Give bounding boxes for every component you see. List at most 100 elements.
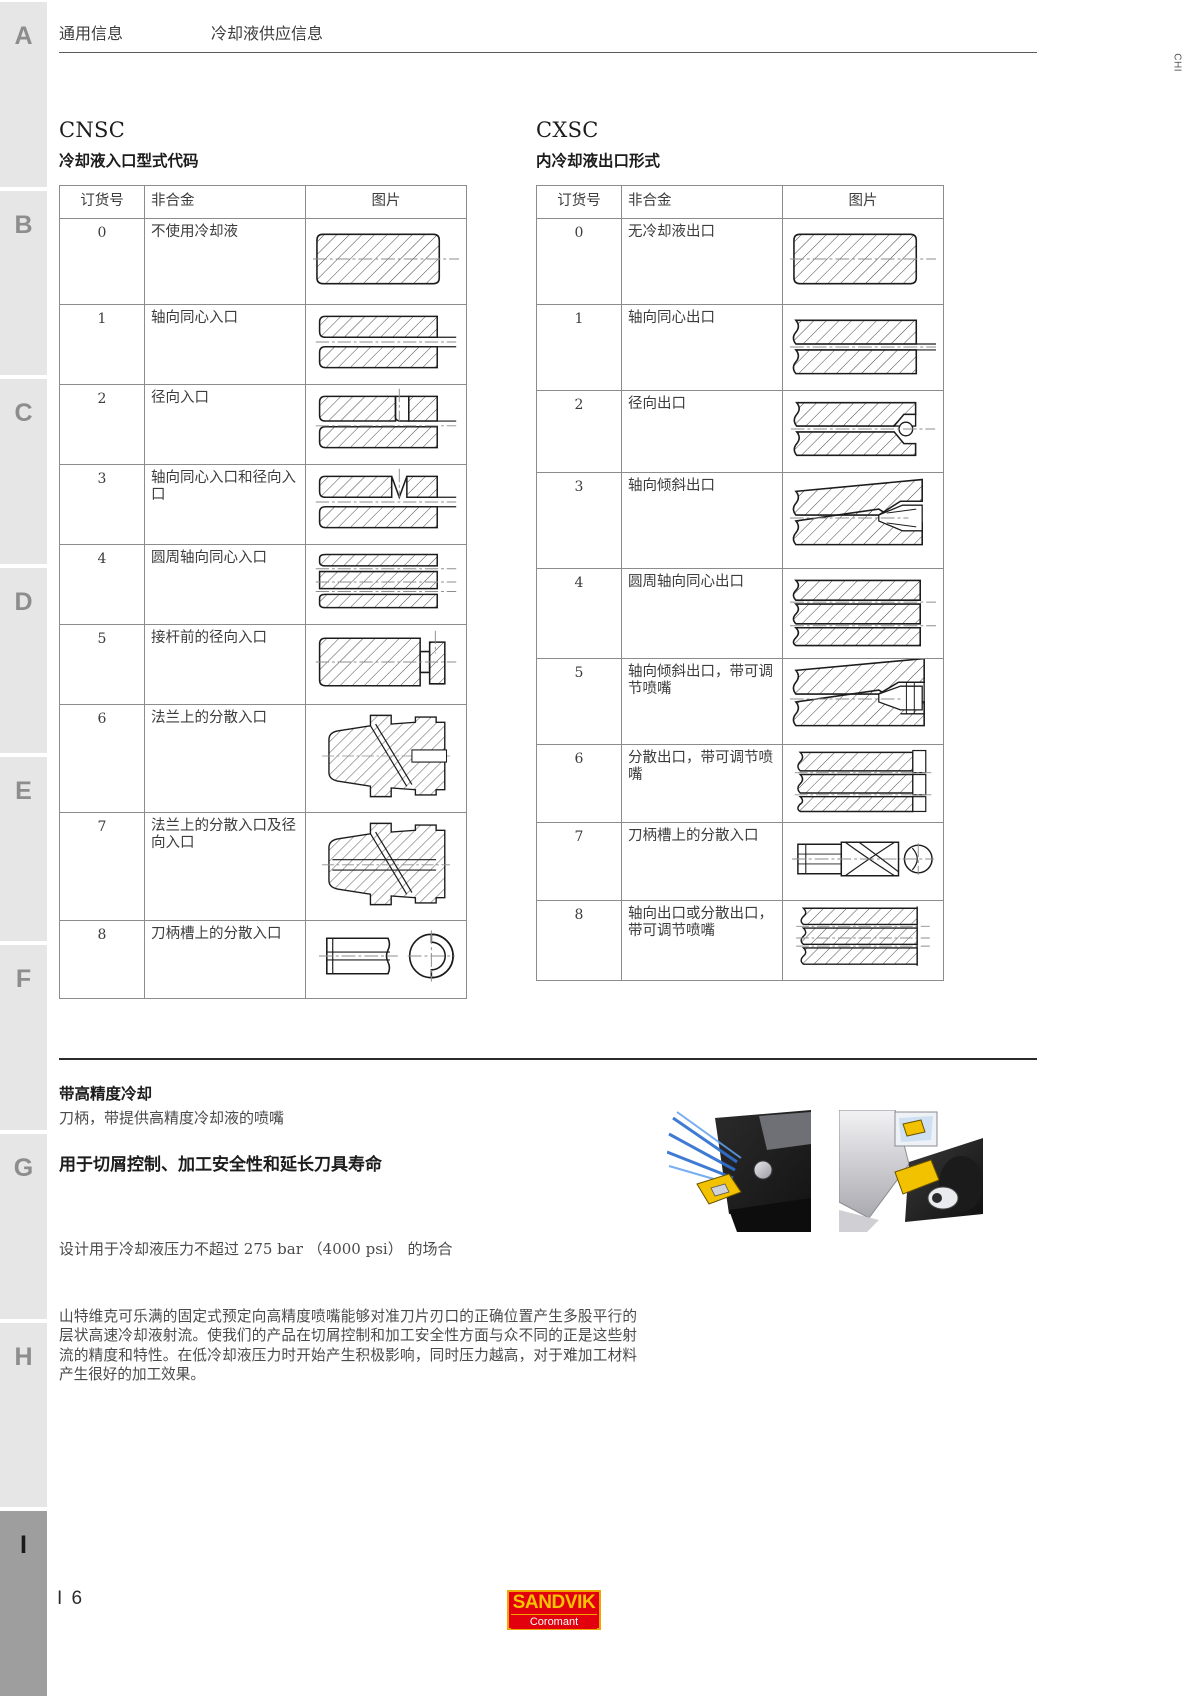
cell-drawing-axial-central-bore	[305, 304, 467, 385]
cell-description: 轴向同心入口和径向入口	[144, 464, 306, 545]
cell-description: 轴向同心入口	[144, 304, 306, 385]
cell-description: 轴向出口或分散出口，带可调节喷嘴	[621, 900, 783, 981]
cell-drawing-shank-groove-drill	[782, 822, 944, 901]
cell-drawing-solid-shank	[782, 218, 944, 305]
cell-order-number: 1	[536, 304, 622, 391]
col-header-desc: 非合金	[144, 185, 306, 219]
cell-order-number: 5	[59, 624, 145, 705]
header-topic-label: 冷却液供应信息	[211, 24, 324, 43]
index-tab-label: I	[20, 1531, 27, 1560]
index-tab-f[interactable]: F	[0, 945, 47, 1130]
cell-description: 圆周轴向同心入口	[144, 544, 306, 625]
cell-description: 分散出口，带可调节喷嘴	[621, 744, 783, 823]
cell-drawing-flange-distributed-and-radial-inlet	[305, 812, 467, 921]
table-header-row: 订货号 非合金 图片	[536, 185, 944, 219]
sandvik-coromant-logo: SANDVIK Coromant	[507, 1590, 601, 1630]
index-tab-label: D	[14, 588, 33, 616]
cell-description: 法兰上的分散入口及径向入口	[144, 812, 306, 921]
cell-drawing-radial-outlet	[782, 390, 944, 473]
product-photos	[667, 1110, 997, 1240]
index-tab-e[interactable]: E	[0, 756, 47, 942]
header-rule	[59, 52, 1037, 53]
index-tab-d[interactable]: D	[0, 568, 47, 753]
cell-order-number: 2	[59, 384, 145, 465]
cell-drawing-axial-inclined-outlet	[782, 472, 944, 569]
cell-description: 轴向倾斜出口，带可调节喷嘴	[621, 658, 783, 745]
cell-order-number: 6	[536, 744, 622, 823]
col-header-pic: 图片	[305, 185, 467, 219]
cell-drawing-axial-and-radial-inlet	[305, 464, 467, 545]
cell-description: 径向出口	[621, 390, 783, 473]
header-section-label: 通用信息	[59, 24, 124, 43]
cell-order-number: 8	[59, 920, 145, 999]
col-header-desc: 非合金	[621, 185, 783, 219]
cxsc-subtitle: 内冷却液出口形式	[536, 153, 661, 170]
index-tab-label: A	[14, 22, 33, 50]
cnsc-code-title: CNSC	[59, 118, 126, 142]
index-tab-a[interactable]: A	[0, 2, 47, 187]
cell-description: 接杆前的径向入口	[144, 624, 306, 705]
cell-description: 圆周轴向同心出口	[621, 568, 783, 659]
cell-drawing-axial-central-outlet	[782, 304, 944, 391]
cell-drawing-shank-groove-inlet	[305, 920, 467, 999]
cell-description: 不使用冷却液	[144, 218, 306, 305]
logo-sub-text: Coromant	[511, 1614, 597, 1629]
photo-turning-tool-coolant	[839, 1110, 983, 1232]
cell-description: 轴向倾斜出口	[621, 472, 783, 569]
cell-order-number: 6	[59, 704, 145, 813]
cell-description: 法兰上的分散入口	[144, 704, 306, 813]
logo-brand-text: SANDVIK	[512, 1592, 596, 1613]
index-tab-h[interactable]: H	[0, 1322, 47, 1508]
table-header-row: 订货号 非合金 图片	[59, 185, 467, 219]
cnsc-subtitle: 冷却液入口型式代码	[59, 153, 199, 170]
cell-drawing-axial-or-distributed-outlet-nozzle	[782, 900, 944, 981]
coolant-jet-illustration	[667, 1110, 811, 1232]
index-tab-c[interactable]: C	[0, 379, 47, 564]
section-divider	[59, 1058, 1037, 1060]
cell-drawing-flange-distributed-inlet	[305, 704, 467, 813]
feature-heading: 带高精度冷却	[59, 1086, 153, 1103]
index-tab-g[interactable]: G	[0, 1134, 47, 1319]
index-tab-label: C	[14, 399, 33, 428]
cell-drawing-radial-inlet-front	[305, 624, 467, 705]
index-tab-label: G	[13, 1154, 34, 1182]
cell-order-number: 8	[536, 900, 622, 981]
page-content: 通用信息 冷却液供应信息 CHI CNSC 冷却液入口型式代码 订货号 非合金 …	[47, 0, 1200, 1698]
cell-order-number: 2	[536, 390, 622, 473]
feature-bold-line: 用于切屑控制、加工安全性和延长刀具寿命	[59, 1155, 382, 1174]
cell-drawing-circumferential-axial-bores	[305, 544, 467, 625]
index-tab-b[interactable]: B	[0, 190, 47, 376]
cell-order-number: 7	[59, 812, 145, 921]
cell-order-number: 5	[536, 658, 622, 745]
index-tab-i[interactable]: I	[0, 1511, 47, 1696]
col-header-pic: 图片	[782, 185, 944, 219]
cell-drawing-circumferential-axial-outlet	[782, 568, 944, 659]
index-tab-label: B	[14, 210, 33, 239]
page-number: I 6	[57, 1588, 85, 1609]
index-tab-label: E	[15, 776, 32, 805]
cell-order-number: 7	[536, 822, 622, 901]
cell-description: 刀柄槽上的分散入口	[621, 822, 783, 901]
cell-description: 径向入口	[144, 384, 306, 465]
feature-heading-block: 带高精度冷却 刀柄，带提供高精度冷却液的喷嘴	[59, 1082, 679, 1128]
